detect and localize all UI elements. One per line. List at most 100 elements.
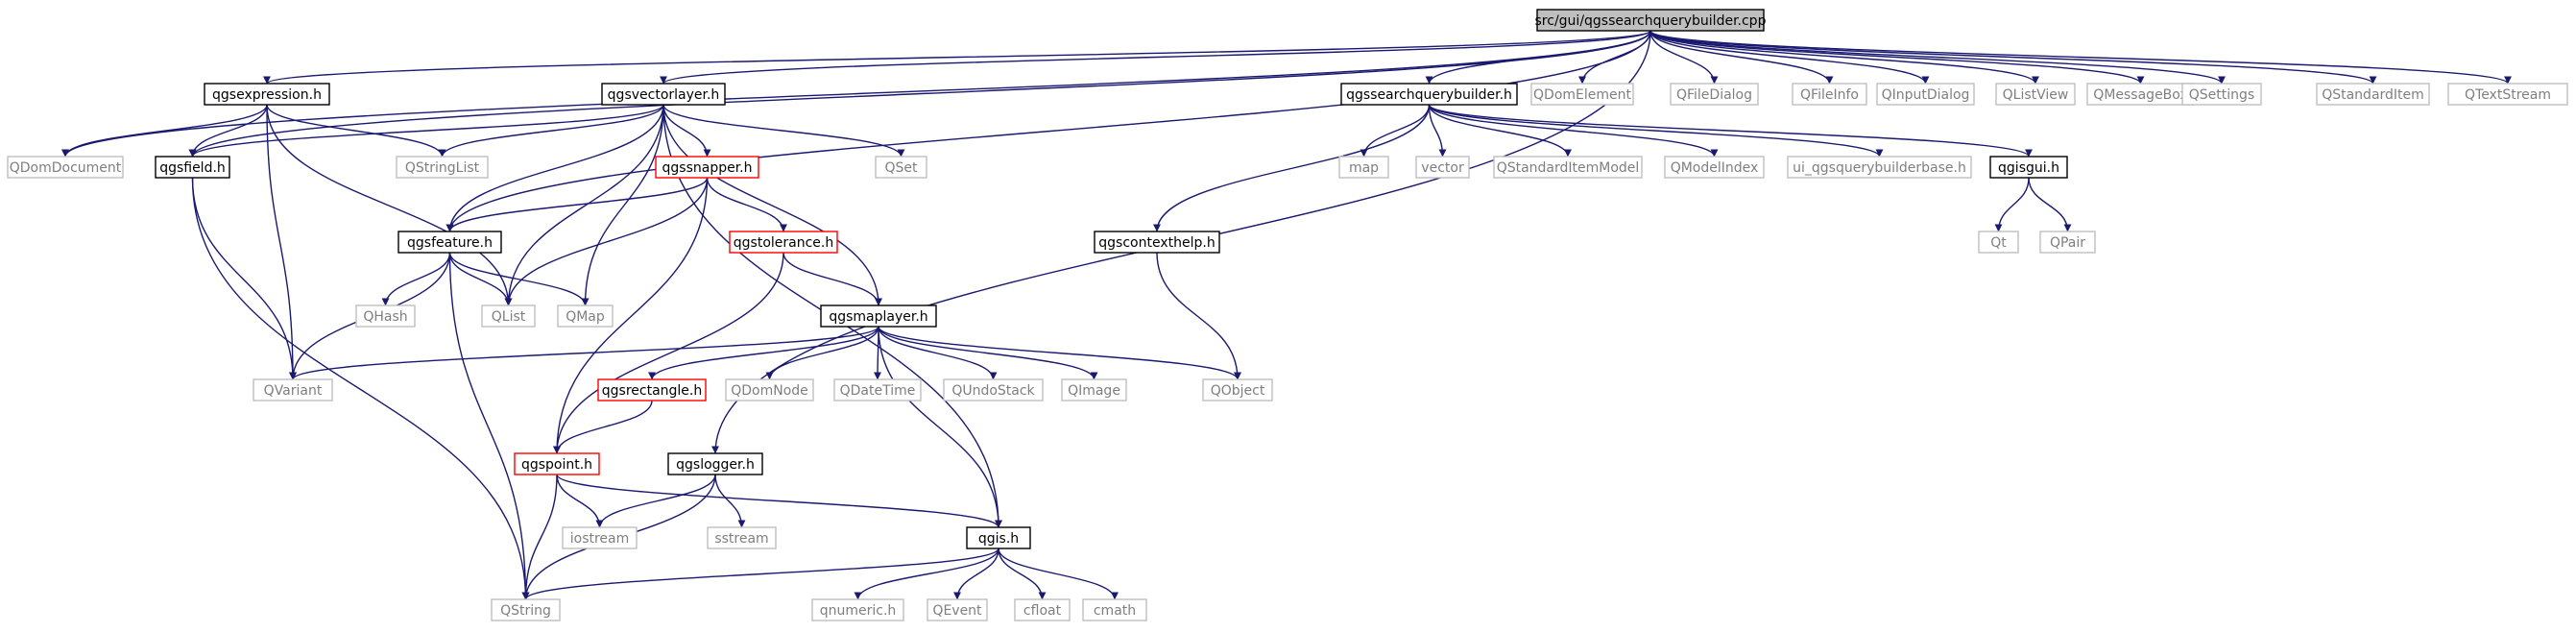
edge-qgsvectorlayer-h-to-qgssnapper-h <box>662 104 711 158</box>
node-qstandarditemmodel: QStandardItemModel <box>1493 156 1643 179</box>
node-qstandarditem: QStandardItem <box>2316 83 2430 106</box>
node-qobject: QObject <box>1202 378 1273 402</box>
node-box <box>1536 9 1765 32</box>
edge-src-gui-qgssearchquerybuilder-cpp-to-qfiledialog <box>1649 30 1719 85</box>
node-label: QMap <box>566 309 605 325</box>
node-qgsvectorlayer-h[interactable]: qgsvectorlayer.h <box>601 83 726 106</box>
node-qgsrectangle-h[interactable]: qgsrectangle.h <box>597 378 707 402</box>
node-label: cfloat <box>1023 603 1062 619</box>
node-qmodelindex: QModelIndex <box>1664 156 1765 179</box>
node-box <box>729 231 838 254</box>
node-label: src/gui/qgssearchquerybuilder.cpp <box>1535 13 1767 29</box>
node-box <box>1978 231 2019 254</box>
node-box <box>514 452 600 475</box>
edge-qgsrectangle-h-to-qgspoint-h <box>553 400 653 454</box>
node-box <box>875 156 927 179</box>
node-box <box>1787 156 1972 179</box>
node-label: QDomNode <box>731 383 808 399</box>
edge-qgsfield-h-to-qvariant <box>191 177 297 380</box>
node-src-gui-qgssearchquerybuilder-cpp[interactable]: src/gui/qgssearchquerybuilder.cpp <box>1535 9 1767 32</box>
node-box <box>1338 156 1389 179</box>
edge-qgsmaplayer-h-to-qobject <box>878 326 1241 380</box>
node-qstring: QString <box>491 598 561 621</box>
node-label: qgsexpression.h <box>212 87 322 103</box>
node-box <box>1792 83 1867 106</box>
node-box <box>1530 83 1634 106</box>
node-qt: Qt <box>1978 231 2019 254</box>
node-label: qgisgui.h <box>1998 160 2059 176</box>
edge-src-gui-qgssearchquerybuilder-cpp-to-qtextstream <box>1649 30 2512 85</box>
edge-qgsexpression-h-to-qstringlist <box>266 104 446 158</box>
node-box <box>155 156 230 179</box>
edge-qgscontexthelp-h-to-qobject <box>1156 252 1241 380</box>
edge-qgsmaplayer-h-to-qgis-h <box>878 326 1002 528</box>
node-box <box>1670 83 1759 106</box>
edge-qgstolerance-h-to-qgsmaplayer-h <box>782 252 882 306</box>
node-box <box>396 156 489 179</box>
node-qgslogger-h[interactable]: qgslogger.h <box>667 452 763 475</box>
node-qmessagebox: QMessageBox <box>2086 83 2195 106</box>
node-box <box>655 156 759 179</box>
node-box <box>966 526 1031 549</box>
node-box <box>833 378 922 402</box>
node-label: iostream <box>570 531 630 547</box>
edge-qgis-h-to-cmath <box>998 548 1119 600</box>
node-box <box>204 83 330 106</box>
node-qgspoint-h[interactable]: qgspoint.h <box>514 452 600 475</box>
node-qgisgui-h[interactable]: qgisgui.h <box>1989 156 2068 179</box>
edge-qgslogger-h-to-sstream <box>714 474 746 528</box>
node-qgsexpression-h[interactable]: qgsexpression.h <box>204 83 330 106</box>
node-cmath: cmath <box>1082 598 1147 621</box>
node-label: QFileDialog <box>1676 87 1752 103</box>
node-box <box>725 378 814 402</box>
node-qgsfield-h[interactable]: qgsfield.h <box>155 156 230 179</box>
node-qdomnode: QDomNode <box>725 378 814 402</box>
edge-qgssnapper-h-to-qlist <box>504 177 709 306</box>
node-label: QFileInfo <box>1800 87 1859 103</box>
edge-qgisgui-h-to-qt <box>1994 177 2030 232</box>
node-qgstolerance-h[interactable]: qgstolerance.h <box>729 231 838 254</box>
node-label: sstream <box>714 531 768 547</box>
node-qgsmaplayer-h[interactable]: qgsmaplayer.h <box>820 304 937 328</box>
node-qgssnapper-h[interactable]: qgssnapper.h <box>655 156 759 179</box>
edge-qgis-h-to-qnumeric-h <box>854 548 999 600</box>
node-box <box>253 378 333 402</box>
edge-qgsvectorlayer-h-to-qstringlist <box>438 104 664 158</box>
edge-qgsfield-h-to-qstring <box>191 177 530 600</box>
node-qgssearchquerybuilder-h[interactable]: qgssearchquerybuilder.h <box>1340 83 1518 106</box>
node-sstream: sstream <box>707 526 777 549</box>
node-box <box>562 526 638 549</box>
edge-qgssearchquerybuilder-h-to-qmodelindex <box>1428 104 1719 158</box>
node-vector: vector <box>1415 156 1470 179</box>
node-qgis-h[interactable]: qgis.h <box>966 526 1031 549</box>
node-qimage: QImage <box>1061 378 1127 402</box>
node-label: qgssearchquerybuilder.h <box>1346 87 1512 103</box>
edge-qgssearchquerybuilder-h-to-qgscontexthelp-h <box>1153 104 1431 232</box>
edge-src-gui-qgssearchquerybuilder-cpp-to-qgsvectorlayer-h <box>660 30 1651 85</box>
node-box <box>1876 83 1975 106</box>
edge-qgsvectorlayer-h-to-qset <box>662 104 905 158</box>
node-qfiledialog: QFileDialog <box>1670 83 1759 106</box>
node-qgsfeature-h[interactable]: qgsfeature.h <box>397 231 502 254</box>
node-qfileinfo: QFileInfo <box>1792 83 1867 106</box>
node-qlistview: QListView <box>1995 83 2076 106</box>
node-label: qgsmaplayer.h <box>829 309 927 325</box>
node-box <box>355 304 416 328</box>
edge-qgssearchquerybuilder-h-to-vector <box>1428 104 1447 158</box>
node-box <box>2181 83 2262 106</box>
node-label: QDomDocument <box>10 160 122 176</box>
node-label: QEvent <box>932 603 982 619</box>
node-box <box>491 598 561 621</box>
node-label: qgis.h <box>978 531 1019 547</box>
node-label: QDateTime <box>840 383 916 399</box>
node-label: ui_qgsquerybuilderbase.h <box>1793 160 1966 176</box>
node-label: QSettings <box>2189 87 2254 103</box>
node-qgscontexthelp-h[interactable]: qgscontexthelp.h <box>1094 231 1220 254</box>
edge-qgslogger-h-to-iostream <box>595 474 716 528</box>
node-box <box>397 231 502 254</box>
node-label: QVariant <box>264 383 323 399</box>
node-box <box>1061 378 1127 402</box>
node-box <box>943 378 1044 402</box>
edge-src-gui-qgssearchquerybuilder-cpp-to-qsettings <box>1649 30 2226 85</box>
edge-qgsmaplayer-h-to-qgsrectangle-h <box>648 326 879 380</box>
